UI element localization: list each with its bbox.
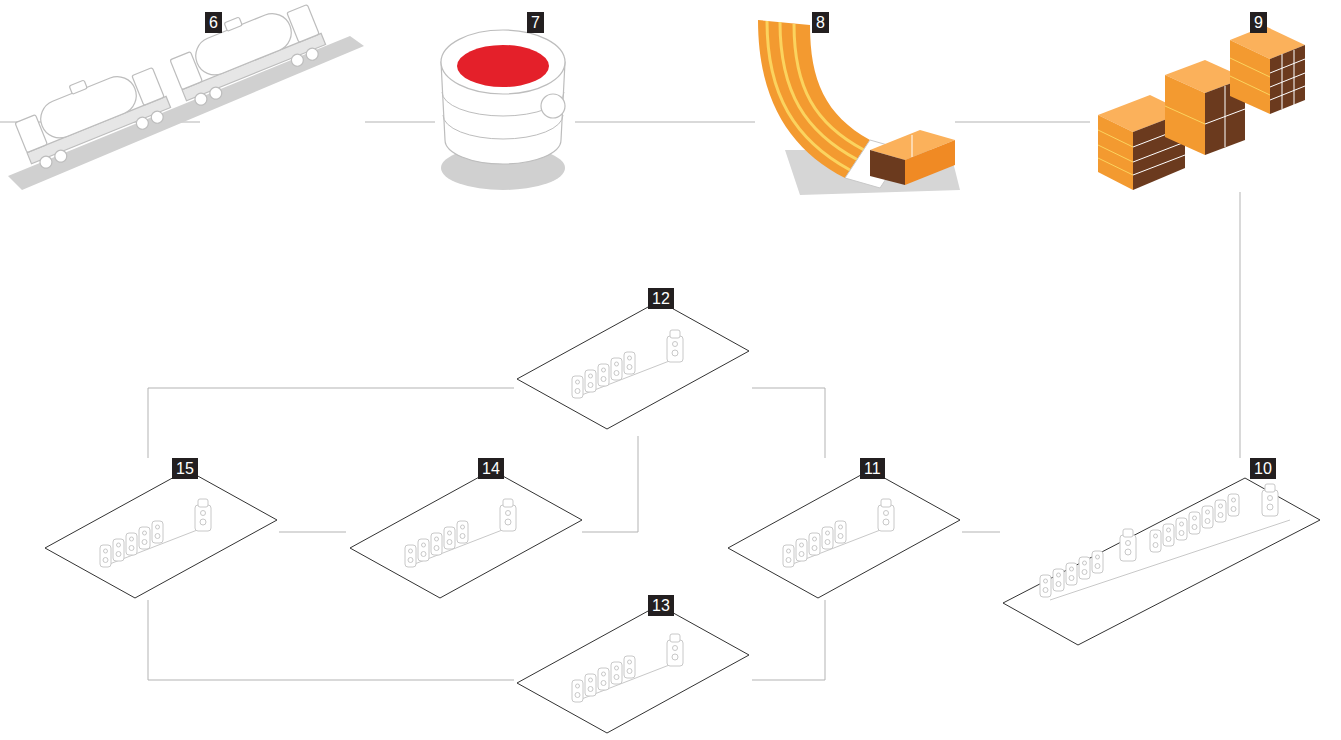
callout-number: 6 bbox=[205, 12, 222, 33]
ladle bbox=[441, 30, 565, 190]
callout-number: 14 bbox=[478, 458, 504, 479]
flow-line bbox=[955, 122, 1090, 123]
rolling-mill bbox=[517, 605, 749, 733]
flow-line bbox=[279, 532, 346, 533]
callout-number: 11 bbox=[860, 458, 885, 479]
semi-products bbox=[1098, 26, 1305, 190]
flow-line bbox=[752, 600, 825, 680]
flow-line bbox=[1240, 192, 1241, 458]
process-stage: 14 bbox=[346, 458, 582, 600]
callout-number: 9 bbox=[1250, 12, 1267, 33]
callout-number: 10 bbox=[1250, 458, 1276, 479]
flow-line bbox=[582, 436, 638, 532]
flow-line bbox=[148, 600, 514, 680]
process-stage: 10 bbox=[1000, 458, 1325, 648]
process-stage: 9 bbox=[1090, 12, 1320, 192]
process-stage: 12 bbox=[514, 288, 752, 436]
flow-line bbox=[365, 122, 435, 123]
flow-line bbox=[575, 122, 755, 123]
process-stage: 11 bbox=[726, 458, 962, 600]
flow-line bbox=[962, 532, 1000, 533]
callout-number: 7 bbox=[527, 12, 544, 33]
process-stage: 15 bbox=[43, 458, 279, 600]
rolling-mill bbox=[517, 301, 749, 429]
callout-number: 12 bbox=[648, 288, 674, 309]
process-stage: 7 bbox=[435, 12, 575, 197]
callout-number: 15 bbox=[172, 458, 198, 479]
flow-line bbox=[148, 388, 514, 458]
process-stage: 13 bbox=[514, 595, 752, 737]
continuous-caster bbox=[758, 20, 960, 195]
process-stage: 8 bbox=[755, 12, 955, 197]
rolling-mill bbox=[728, 470, 960, 598]
flow-line bbox=[752, 388, 825, 458]
process-stage: 6 bbox=[5, 12, 365, 197]
callout-number: 13 bbox=[648, 595, 674, 616]
rolling-mill bbox=[45, 470, 277, 598]
callout-number: 8 bbox=[812, 12, 829, 33]
rolling-mill bbox=[1003, 478, 1320, 645]
rolling-mill bbox=[350, 470, 582, 598]
tank-train bbox=[8, 0, 364, 190]
